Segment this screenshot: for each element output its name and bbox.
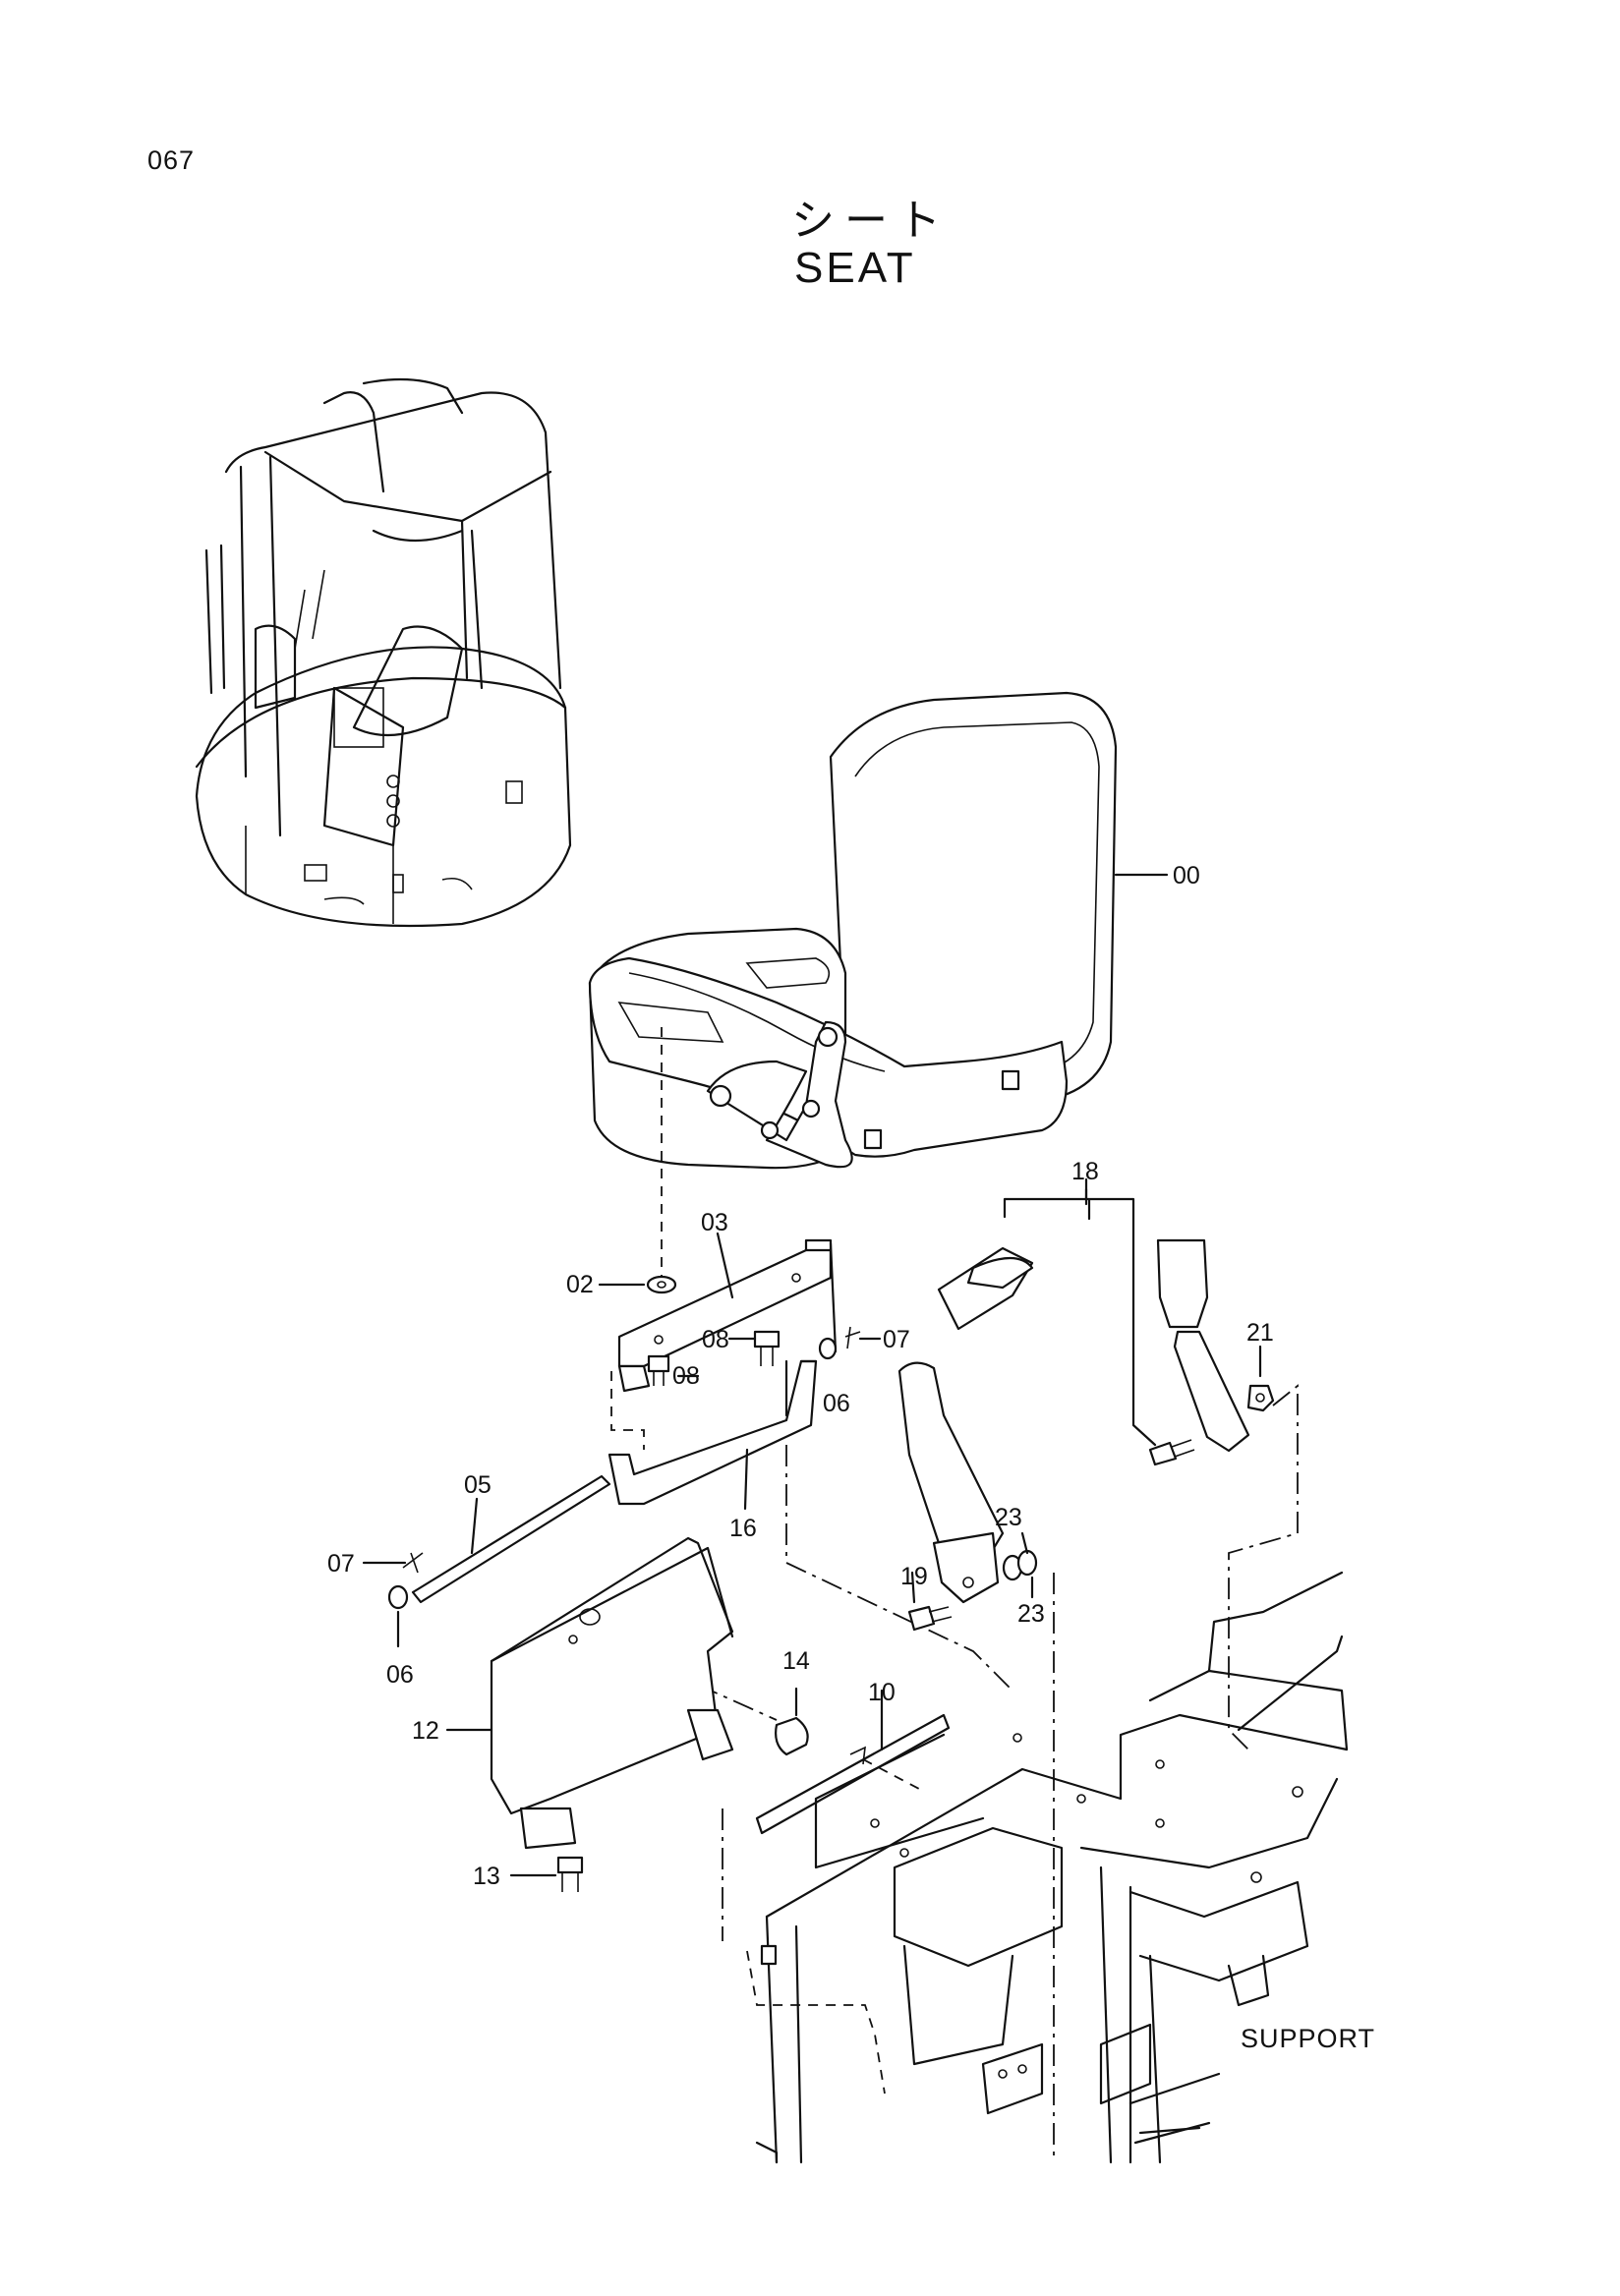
- seat-belt: [897, 1177, 1299, 2162]
- page-number: 067: [147, 145, 196, 175]
- callout-07a: 07: [883, 1326, 910, 1353]
- excavator-overview-illustration: [195, 377, 572, 928]
- callout-13: 13: [473, 1863, 500, 1890]
- callout-16: 16: [729, 1515, 757, 1542]
- callout-05: 05: [464, 1471, 492, 1499]
- callout-14: 14: [782, 1647, 810, 1675]
- callout-12: 12: [412, 1717, 439, 1745]
- callout-labels: 00 02 03 08 07 08 06 05 16 07 06 12 14 1…: [327, 862, 1375, 2053]
- support-label: SUPPORT: [1241, 2024, 1375, 2053]
- callout-23a: 23: [995, 1504, 1022, 1531]
- seat-brackets: [362, 1232, 1013, 1721]
- callout-06b: 06: [386, 1661, 414, 1689]
- callout-23b: 23: [1017, 1600, 1045, 1628]
- support-frame: [722, 1571, 1349, 2164]
- callout-00: 00: [1173, 862, 1200, 890]
- title-english: SEAT: [794, 244, 916, 292]
- floor-plate: [445, 1536, 951, 1892]
- callout-10: 10: [868, 1679, 896, 1706]
- callout-06a: 06: [823, 1390, 850, 1417]
- callout-02: 02: [566, 1271, 594, 1298]
- callout-18: 18: [1071, 1158, 1099, 1185]
- callout-08a: 08: [702, 1326, 729, 1353]
- callout-21: 21: [1246, 1319, 1274, 1347]
- callout-08b: 08: [672, 1362, 700, 1390]
- seat-assembly: [588, 691, 1169, 1278]
- callout-19: 19: [900, 1563, 928, 1590]
- title-japanese: シート: [791, 196, 951, 246]
- callout-03: 03: [701, 1209, 728, 1236]
- callout-07b: 07: [327, 1550, 355, 1578]
